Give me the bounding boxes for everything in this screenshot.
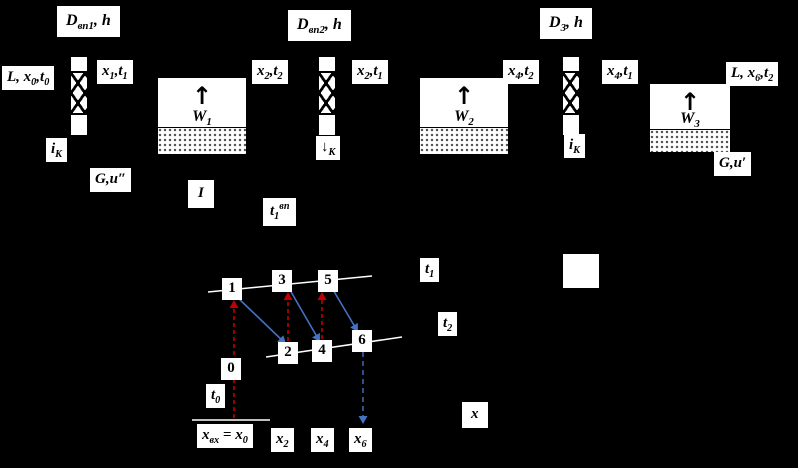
label-feed-in: L, x0,t0 [2, 66, 55, 90]
label-g-u-prime: G,u′ [714, 152, 752, 176]
label-x2-t2: x2,t2 [252, 60, 288, 84]
blue-arrow-1-to-2 [235, 295, 287, 345]
label-steam-d-vp1: Dвп1, h [57, 6, 120, 37]
label-ik-middle: ↓К [316, 136, 341, 160]
liquid-level [650, 129, 730, 152]
stage-point-4: 4 [312, 340, 332, 362]
label-w3: W3 [680, 110, 700, 131]
label-x-axis: x [462, 402, 488, 428]
stage-point-0: 0 [221, 358, 241, 380]
liquid-level [158, 127, 246, 154]
label-t1: t1 [420, 258, 440, 282]
label-t1-vp: t1вп [263, 198, 297, 226]
vapor-up-arrow-icon: ↑ [191, 82, 213, 110]
label-t0: t0 [206, 384, 226, 408]
evaporator-vessel-3: ↑ W3 [650, 84, 730, 152]
packing-x-pattern [319, 71, 335, 115]
packing-x-pattern [71, 71, 87, 115]
liquid-level [420, 127, 508, 154]
vapor-up-arrow-icon: ↑ [453, 82, 475, 110]
stage-point-6: 6 [352, 330, 372, 352]
label-x4-t1: x4,t1 [602, 60, 638, 84]
label-steam-d-vp2: Dвп2, h [288, 10, 351, 41]
heater-column-3 [562, 56, 580, 136]
stage-point-2: 2 [278, 342, 298, 364]
blue-arrow-3-to-4 [289, 289, 321, 343]
label-x2-t1: x2,t1 [352, 60, 388, 84]
heater-column-2 [318, 56, 336, 136]
vapor-up-arrow-icon: ↑ [679, 88, 701, 116]
evaporator-vessel-2: ↑ W2 [420, 78, 508, 154]
label-ik-right: iК [564, 134, 586, 158]
blue-arrow-5-to-6 [331, 287, 359, 333]
stage-point-3: 3 [272, 270, 292, 292]
label-x-vkh-equals-x0: xвх = x0 [197, 424, 253, 448]
down-arrow-icon: ↓ [321, 139, 329, 155]
evaporator-vessel-1: ↑ W1 [158, 78, 246, 154]
label-stage-I: I [188, 180, 214, 208]
label-feed-out: L, x6,t2 [726, 62, 779, 86]
label-x4-axis: x4 [311, 428, 334, 452]
label-x2-axis: x2 [271, 428, 294, 452]
label-g-u-doubleprime: G,u″ [90, 168, 132, 192]
label-x6-axis: x6 [349, 428, 372, 452]
label-w2: W2 [454, 108, 474, 129]
label-x4-t2: x4,t2 [503, 60, 539, 84]
label-steam-d3: D3, h [540, 8, 592, 39]
stage-point-1: 1 [222, 278, 242, 300]
stage-point-5: 5 [318, 270, 338, 292]
label-x1-t1: x1,t1 [97, 60, 133, 84]
packing-x-pattern [563, 71, 579, 115]
blank-box [563, 254, 599, 288]
label-w1: W1 [192, 108, 212, 129]
heater-column-1 [70, 56, 88, 136]
label-ik-left: iК [46, 138, 68, 162]
label-t2: t2 [438, 312, 458, 336]
